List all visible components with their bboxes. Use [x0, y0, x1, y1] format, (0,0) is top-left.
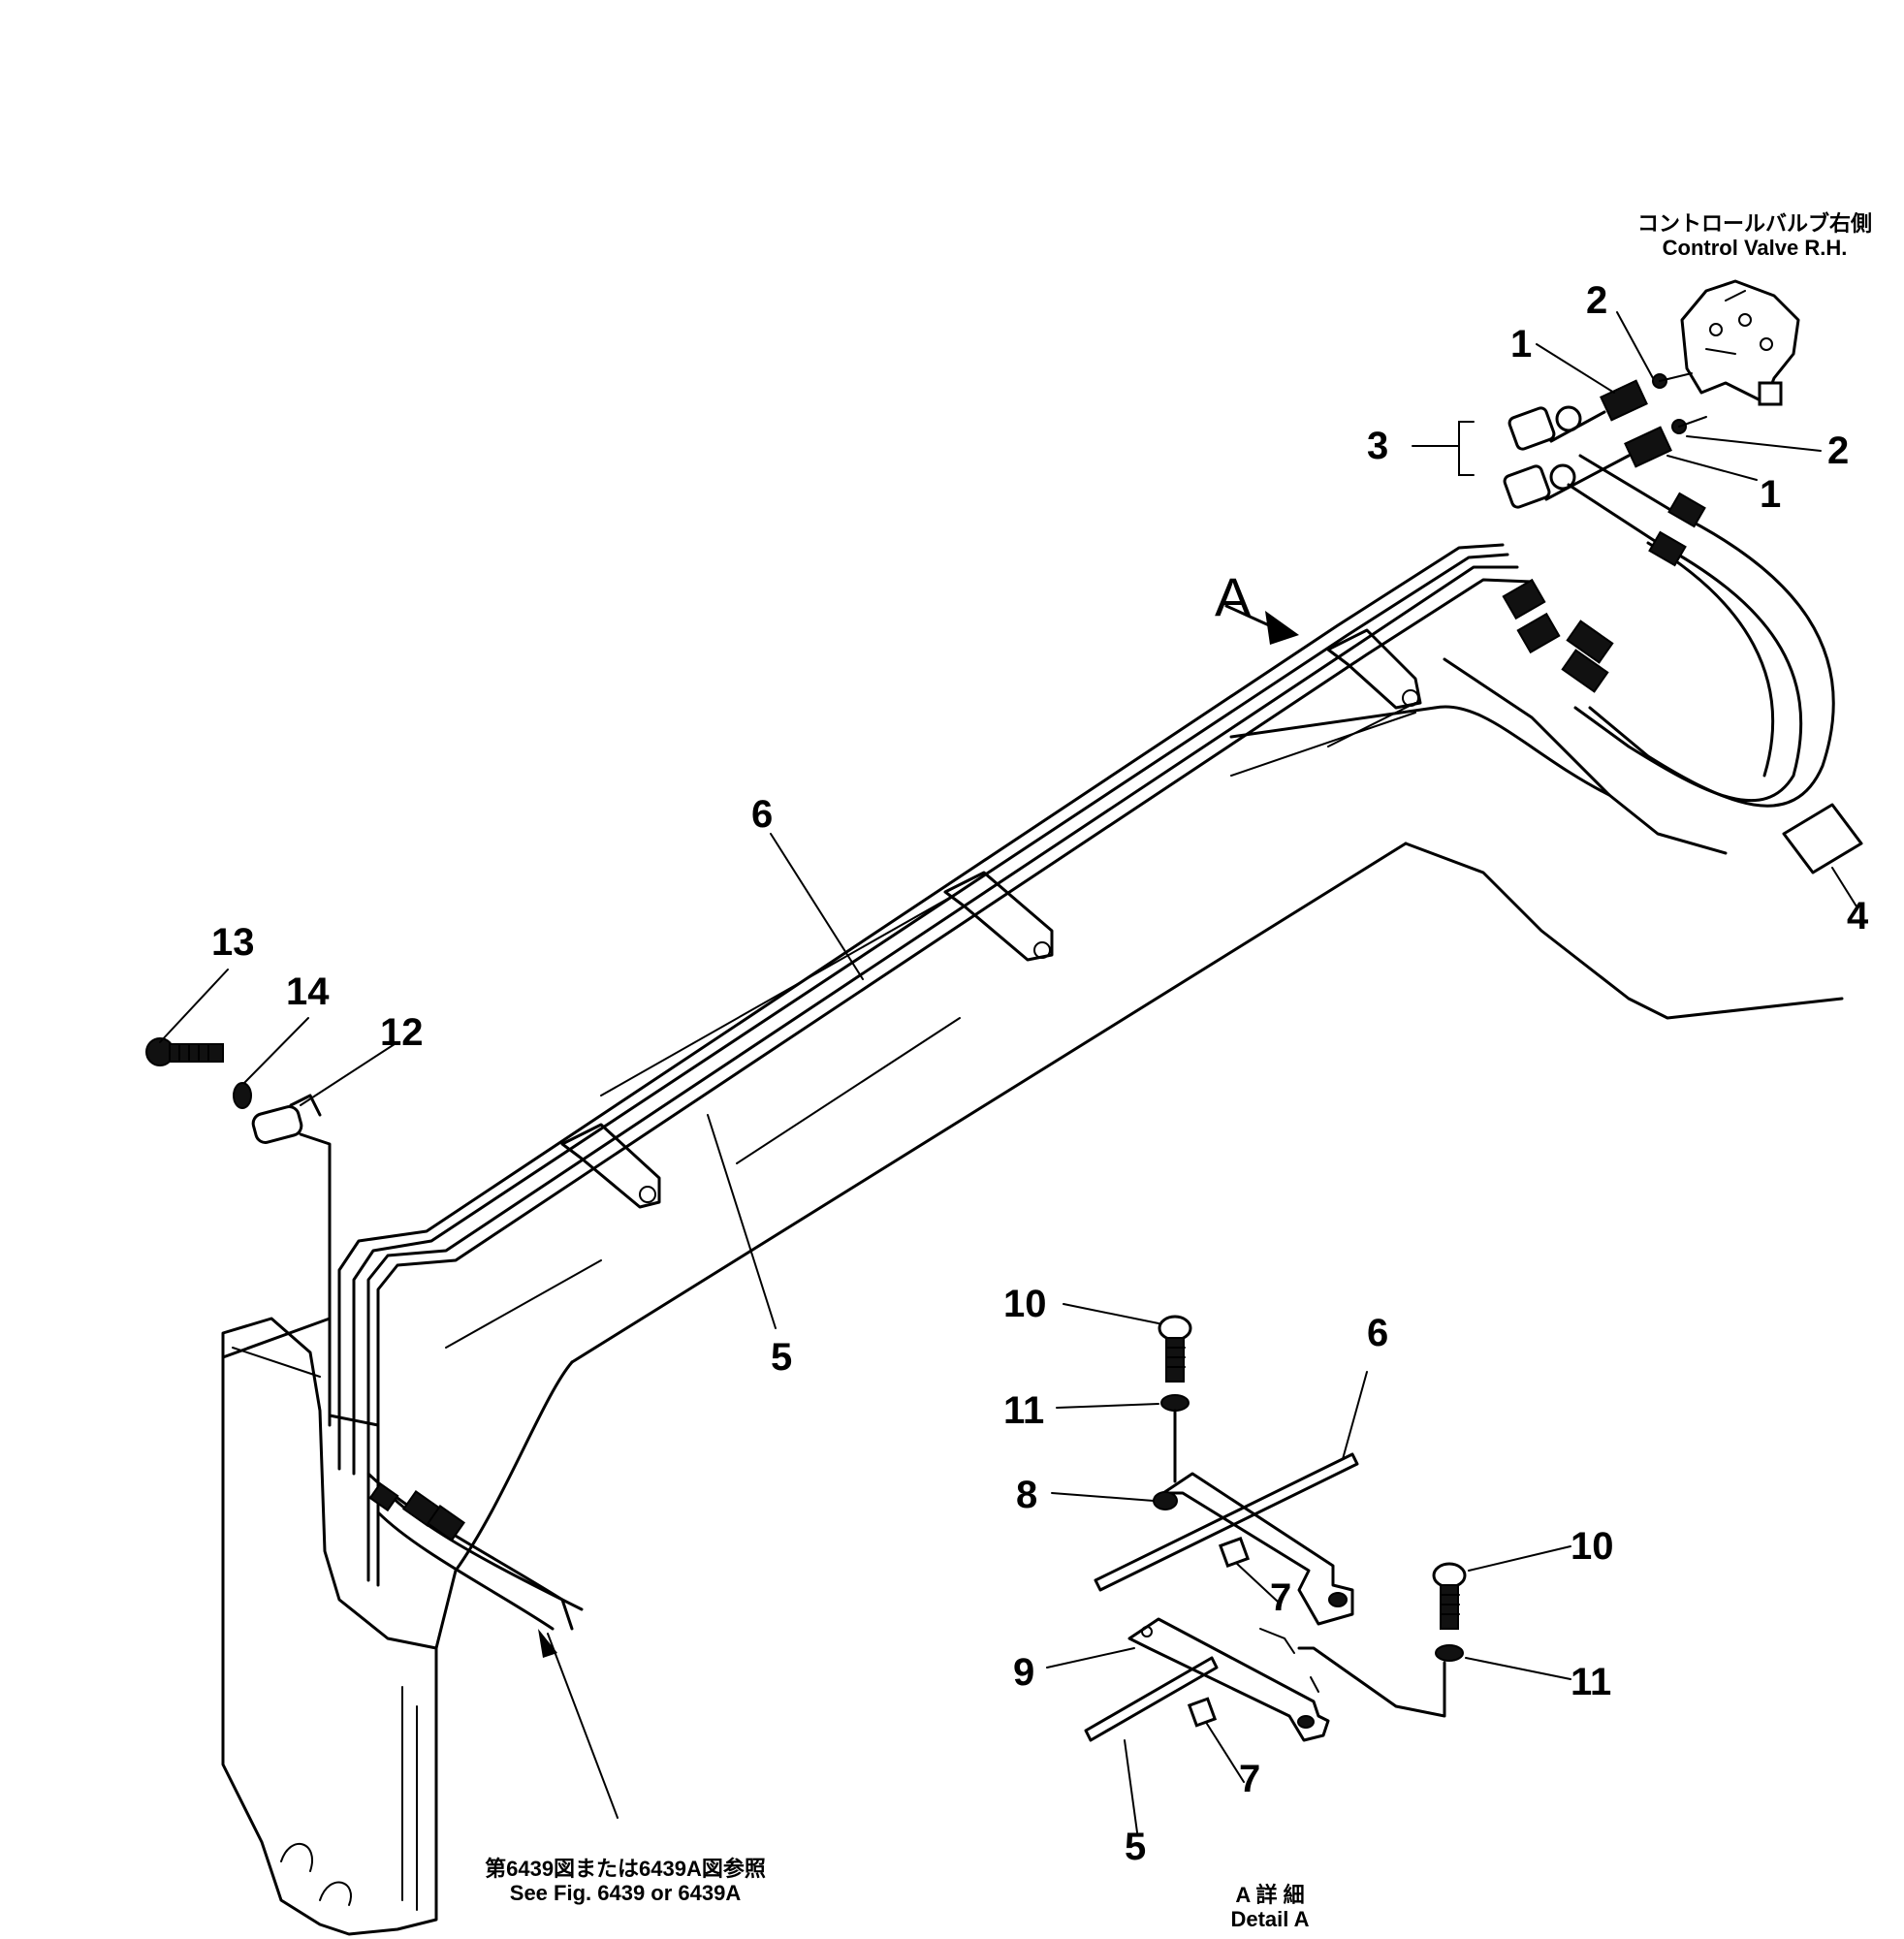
callout-7-lower: 7 — [1239, 1758, 1261, 1800]
callout-8: 8 — [1016, 1474, 1038, 1516]
clamp-12 — [251, 1094, 332, 1427]
callout-6-detail: 6 — [1367, 1312, 1389, 1354]
callout-2-lower: 2 — [1827, 429, 1850, 472]
fitting-upper — [1600, 373, 1667, 422]
footer-right-note: A 詳 細 Detail A — [1192, 1883, 1348, 1932]
footer-right-jp: A 詳 細 — [1235, 1883, 1305, 1907]
boom-outline — [434, 657, 1844, 1650]
bolt-13 — [145, 1037, 224, 1066]
callout-14: 14 — [286, 970, 330, 1013]
hoses-loop — [1567, 454, 1863, 874]
view-marker-a: A — [1215, 566, 1252, 627]
pipe-end-fittings — [1502, 578, 1614, 693]
header-note: コントロールバルブ右側 Control Valve R.H. — [1609, 211, 1900, 261]
detail-a-drawing — [1046, 1303, 1571, 1833]
footer-left-note: 第6439図または6439A図参照 See Fig. 6439 or 6439A — [456, 1857, 795, 1906]
callout-6-main: 6 — [751, 793, 774, 836]
callout-1-upper: 1 — [1510, 323, 1533, 366]
pipe-clamp-3 — [1326, 628, 1422, 710]
pipes-5-6 — [337, 543, 1534, 1631]
pipe-clamp-2 — [943, 871, 1054, 962]
footer-left-jp: 第6439図または6439A図参照 — [485, 1857, 766, 1881]
pipe-clamp-1 — [560, 1123, 661, 1209]
callout-10-upper: 10 — [1003, 1283, 1047, 1325]
callout-10-right: 10 — [1571, 1525, 1614, 1568]
washer-14 — [233, 1082, 252, 1109]
callout-5-main: 5 — [771, 1336, 793, 1379]
callout-9: 9 — [1013, 1651, 1035, 1694]
callout-5-detail: 5 — [1125, 1826, 1147, 1868]
callout-1-lower: 1 — [1760, 473, 1782, 516]
callout-13: 13 — [211, 921, 255, 964]
header-jp: コントロールバルブ右側 — [1636, 211, 1872, 236]
callout-7-upper: 7 — [1270, 1576, 1292, 1619]
header-en: Control Valve R.H. — [1662, 236, 1848, 261]
elbow-fittings — [1503, 405, 1582, 509]
view-arrow-a — [1224, 604, 1299, 645]
callout-3: 3 — [1367, 425, 1389, 467]
callout-4: 4 — [1847, 895, 1869, 938]
callout-12: 12 — [380, 1011, 424, 1054]
callout-11-upper: 11 — [1003, 1389, 1045, 1432]
control-valve-body — [1680, 279, 1800, 406]
callout-2-upper: 2 — [1586, 279, 1608, 322]
fitting-lower — [1624, 419, 1687, 468]
footer-right-en: Detail A — [1230, 1907, 1310, 1932]
leader-lines-main — [159, 311, 1857, 1819]
callout-11-right: 11 — [1571, 1661, 1612, 1703]
footer-left-en: See Fig. 6439 or 6439A — [509, 1881, 742, 1906]
